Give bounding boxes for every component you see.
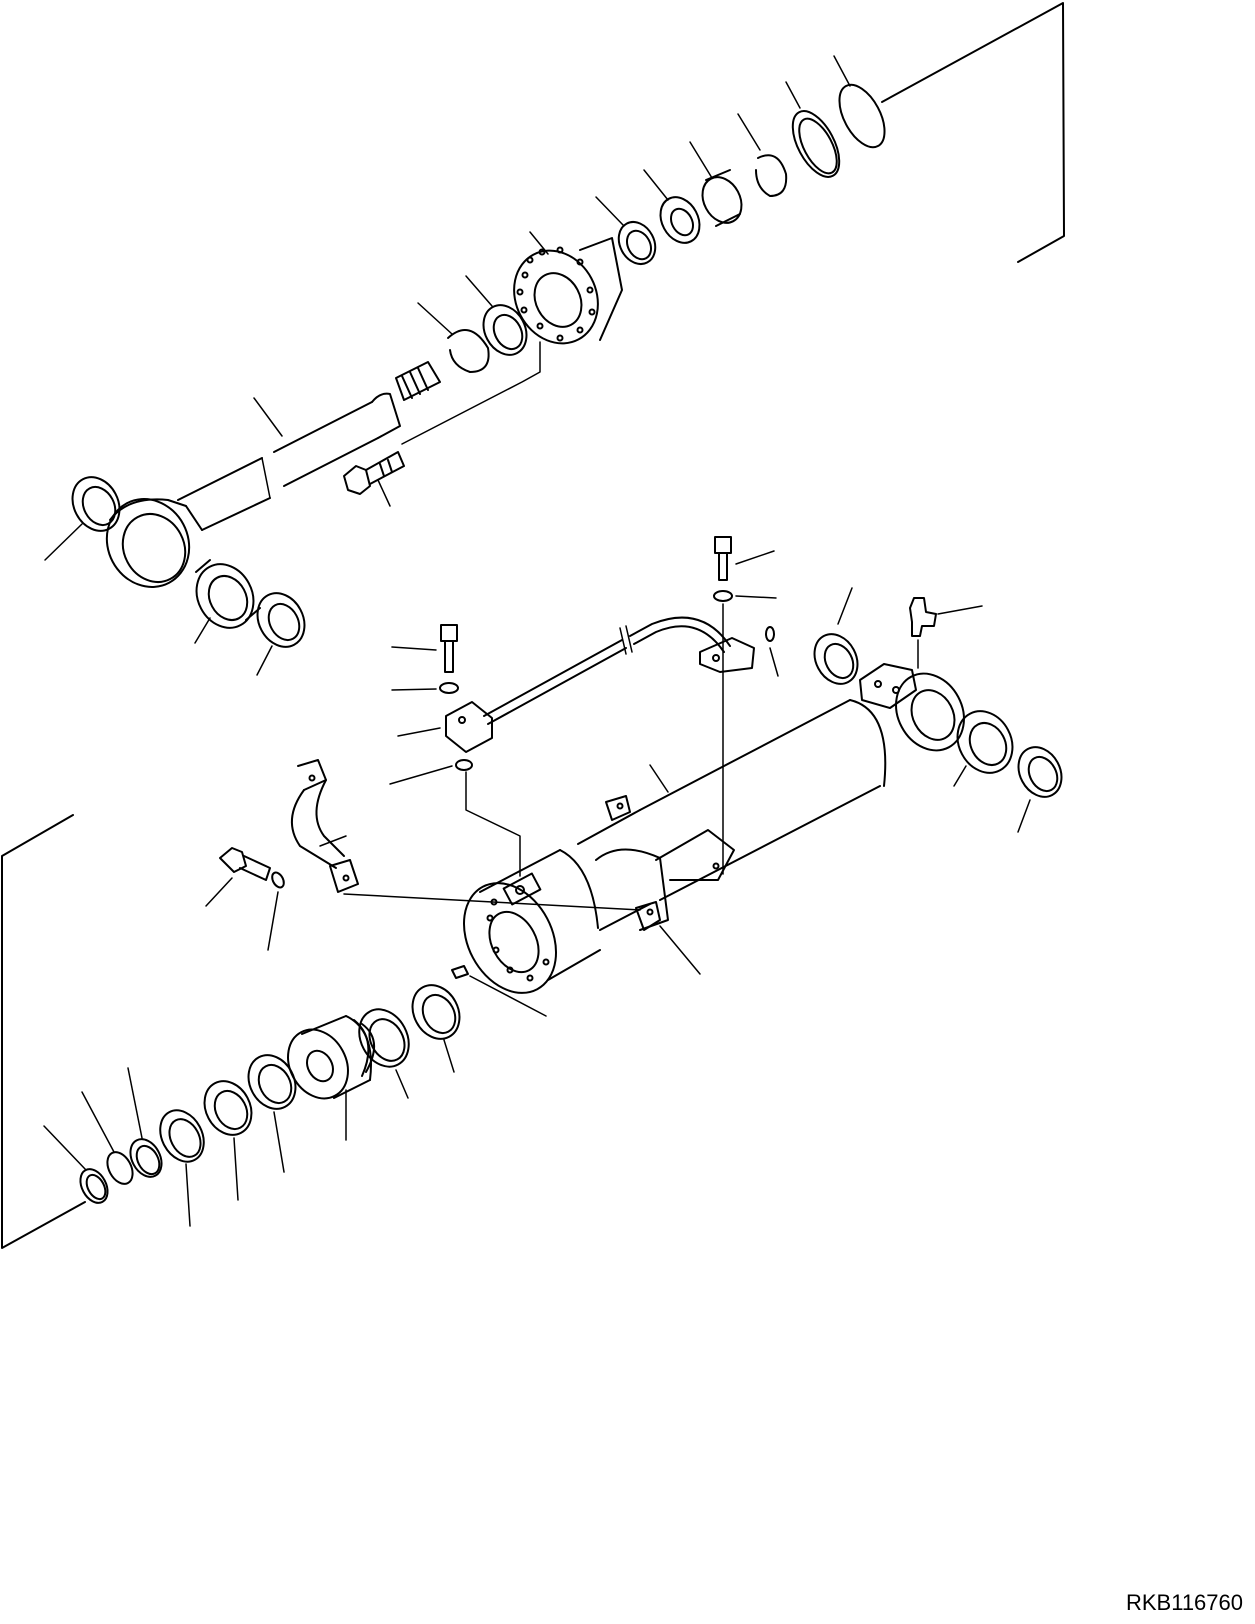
rod-end-seal-left — [45, 469, 129, 560]
bushing — [644, 170, 707, 250]
backup-ring — [830, 56, 894, 154]
bottom-bushing — [947, 702, 1023, 786]
snap-ring — [418, 303, 489, 372]
cylinder-head — [402, 232, 622, 444]
pipe-bolt-left — [392, 625, 457, 672]
piston-rod — [92, 362, 440, 602]
clamp-washer — [268, 871, 286, 950]
drawing-code: RKB116760 — [1125, 1590, 1243, 1615]
retaining-ring — [738, 114, 786, 196]
pipe-washer-left — [392, 683, 458, 693]
o-ring — [783, 82, 849, 184]
pipe-clamp-band — [292, 760, 640, 910]
rod-end-seal-right — [248, 585, 313, 675]
piston-ring-a — [350, 1001, 419, 1098]
cushion-ring — [403, 977, 468, 1072]
rod-leader-line — [254, 398, 282, 436]
assembly-boundary-top — [882, 3, 1064, 262]
small-o-ring — [766, 627, 778, 676]
wear-ring-b — [195, 1073, 260, 1200]
rod-end-bushing — [186, 554, 265, 643]
rod-seal — [596, 197, 662, 270]
pipe-washer-right — [714, 591, 776, 874]
pipe-bracket — [700, 638, 754, 672]
piston-seal — [152, 1103, 213, 1226]
set-screw — [452, 966, 546, 1016]
pipe-bolt-right — [715, 537, 774, 580]
bottom-seal-right — [1010, 740, 1070, 832]
nut — [124, 1068, 168, 1182]
lock-ring — [44, 1126, 113, 1208]
grease-fitting — [910, 598, 982, 668]
assembly-boundary-bottom — [2, 815, 85, 1248]
piston — [276, 1016, 374, 1140]
o-ring-small — [390, 760, 520, 876]
bottom-eye — [860, 662, 977, 763]
plain-washer — [82, 1092, 138, 1188]
buffer-ring — [466, 276, 535, 362]
collar — [690, 142, 749, 230]
wear-ring-a — [239, 1047, 304, 1172]
grease-pipe — [484, 618, 730, 724]
pipe-block — [398, 702, 492, 752]
clamp-bolt — [206, 848, 270, 906]
tube-band — [596, 796, 734, 974]
bottom-seal-left — [806, 588, 866, 691]
head-bolt — [344, 452, 404, 506]
